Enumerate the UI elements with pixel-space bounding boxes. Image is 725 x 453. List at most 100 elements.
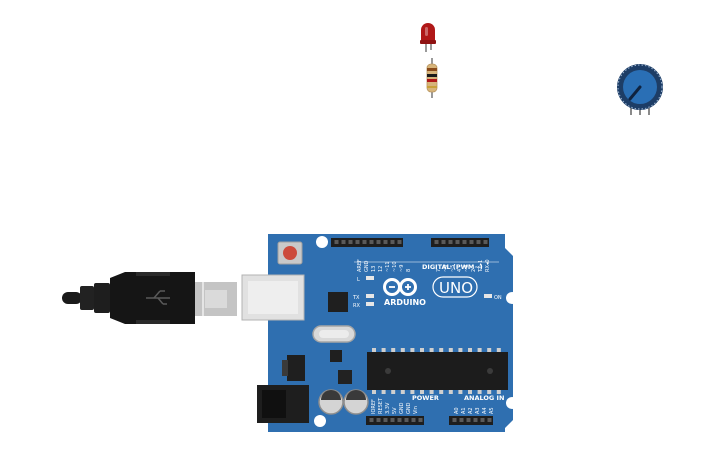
header-pin[interactable] <box>483 240 488 244</box>
header-pin[interactable] <box>459 418 464 422</box>
header-pin[interactable] <box>369 240 374 244</box>
chip-pin <box>420 348 424 352</box>
chip-pin <box>381 390 386 394</box>
chip-pin <box>439 348 444 352</box>
header-pin[interactable] <box>473 418 478 422</box>
chip-pin <box>372 348 376 352</box>
uno-model-text: UNO <box>439 279 473 297</box>
resistor-component[interactable] <box>426 58 438 98</box>
header-pin[interactable] <box>348 240 353 244</box>
pin-label: 4 <box>457 269 463 272</box>
header-pin[interactable] <box>404 418 409 422</box>
header-pin[interactable] <box>476 240 481 244</box>
resistor-band-4 <box>427 86 437 88</box>
pin-label: 7 <box>436 269 442 272</box>
chip-pin <box>391 390 396 394</box>
tx-led-label: TX <box>352 295 360 301</box>
pin-label: ~3 <box>464 265 470 272</box>
header-pin[interactable] <box>383 418 388 422</box>
reset-button[interactable] <box>283 246 297 260</box>
chip-pin <box>448 348 453 352</box>
header-pin[interactable] <box>376 240 381 244</box>
resistor-band-2 <box>427 74 437 77</box>
pin-label: ~5 <box>450 265 456 272</box>
chip-pin <box>410 348 415 352</box>
header-pin[interactable] <box>466 418 471 422</box>
usb-cable-component[interactable] <box>62 272 237 324</box>
usb-strain-relief-2 <box>94 283 110 313</box>
header-pin[interactable] <box>462 240 467 244</box>
header-body <box>431 238 489 247</box>
pin-label: A4 <box>482 407 488 414</box>
header-pin[interactable] <box>418 418 423 422</box>
header-pin[interactable] <box>397 240 402 244</box>
chip-pin <box>487 390 492 394</box>
header-pin[interactable] <box>383 240 388 244</box>
capacitor-top <box>346 390 366 400</box>
analog-header[interactable] <box>449 416 493 425</box>
led-component[interactable] <box>420 23 436 52</box>
chip-pin <box>487 348 492 352</box>
header-pin[interactable] <box>411 418 416 422</box>
digital-header-left[interactable] <box>331 238 403 247</box>
analog-header-label: ANALOG IN <box>464 394 504 402</box>
header-pin[interactable] <box>369 418 374 422</box>
pin-label: ~9 <box>399 265 405 272</box>
header-pin[interactable] <box>487 418 492 422</box>
pin-label: Vin <box>413 406 419 414</box>
small-chip <box>330 350 342 362</box>
power-header[interactable] <box>366 416 424 425</box>
header-pin[interactable] <box>480 418 485 422</box>
chip-pin <box>458 348 463 352</box>
digital-header-right[interactable] <box>431 238 489 247</box>
chip-pin <box>429 348 434 352</box>
chip-pin <box>468 390 472 394</box>
header-pin[interactable] <box>390 240 395 244</box>
header-pin[interactable] <box>469 240 474 244</box>
pin-label: 2 <box>471 269 477 272</box>
pin-label: A3 <box>475 407 481 414</box>
pot-ring-ticks <box>617 64 663 110</box>
l-led-label: L <box>357 277 360 283</box>
usb-metal-shell-inner <box>205 290 227 308</box>
chip-pin <box>372 390 376 394</box>
arduino-logo-icon <box>383 278 417 296</box>
header-pin[interactable] <box>434 240 439 244</box>
chip-pin <box>468 348 472 352</box>
mounting-hole <box>506 397 518 409</box>
led-highlight <box>425 27 428 36</box>
led-body <box>421 23 435 42</box>
pin-label: 8 <box>406 269 412 272</box>
header-pin[interactable] <box>441 240 446 244</box>
led-lead-left <box>425 42 427 52</box>
rx-led-label: RX <box>353 303 360 309</box>
header-body <box>331 238 403 247</box>
chip-pin <box>391 348 396 352</box>
pin-label: 3.3V <box>385 402 391 414</box>
header-pin[interactable] <box>334 240 339 244</box>
voltage-regulator-tab <box>282 360 288 376</box>
header-pin[interactable] <box>390 418 395 422</box>
header-pin[interactable] <box>355 240 360 244</box>
usb-symbol-icon <box>146 290 170 305</box>
potentiometer-component[interactable] <box>617 64 663 115</box>
header-pin[interactable] <box>362 240 367 244</box>
header-pin[interactable] <box>452 418 457 422</box>
led-lead-right <box>430 42 432 50</box>
header-pin[interactable] <box>448 240 453 244</box>
header-pin[interactable] <box>455 240 460 244</box>
header-pin[interactable] <box>341 240 346 244</box>
led-rim <box>420 40 436 44</box>
arduino-logo-text: ARDUINO <box>384 298 426 307</box>
pin-label: ~11 <box>385 261 391 272</box>
chip-pin <box>429 390 434 394</box>
pin-label: A0 <box>454 407 460 414</box>
tx-led <box>366 294 374 298</box>
usb-grip-ridges <box>136 272 170 324</box>
header-pin[interactable] <box>376 418 381 422</box>
header-pin[interactable] <box>397 418 402 422</box>
mounting-hole <box>506 292 518 304</box>
